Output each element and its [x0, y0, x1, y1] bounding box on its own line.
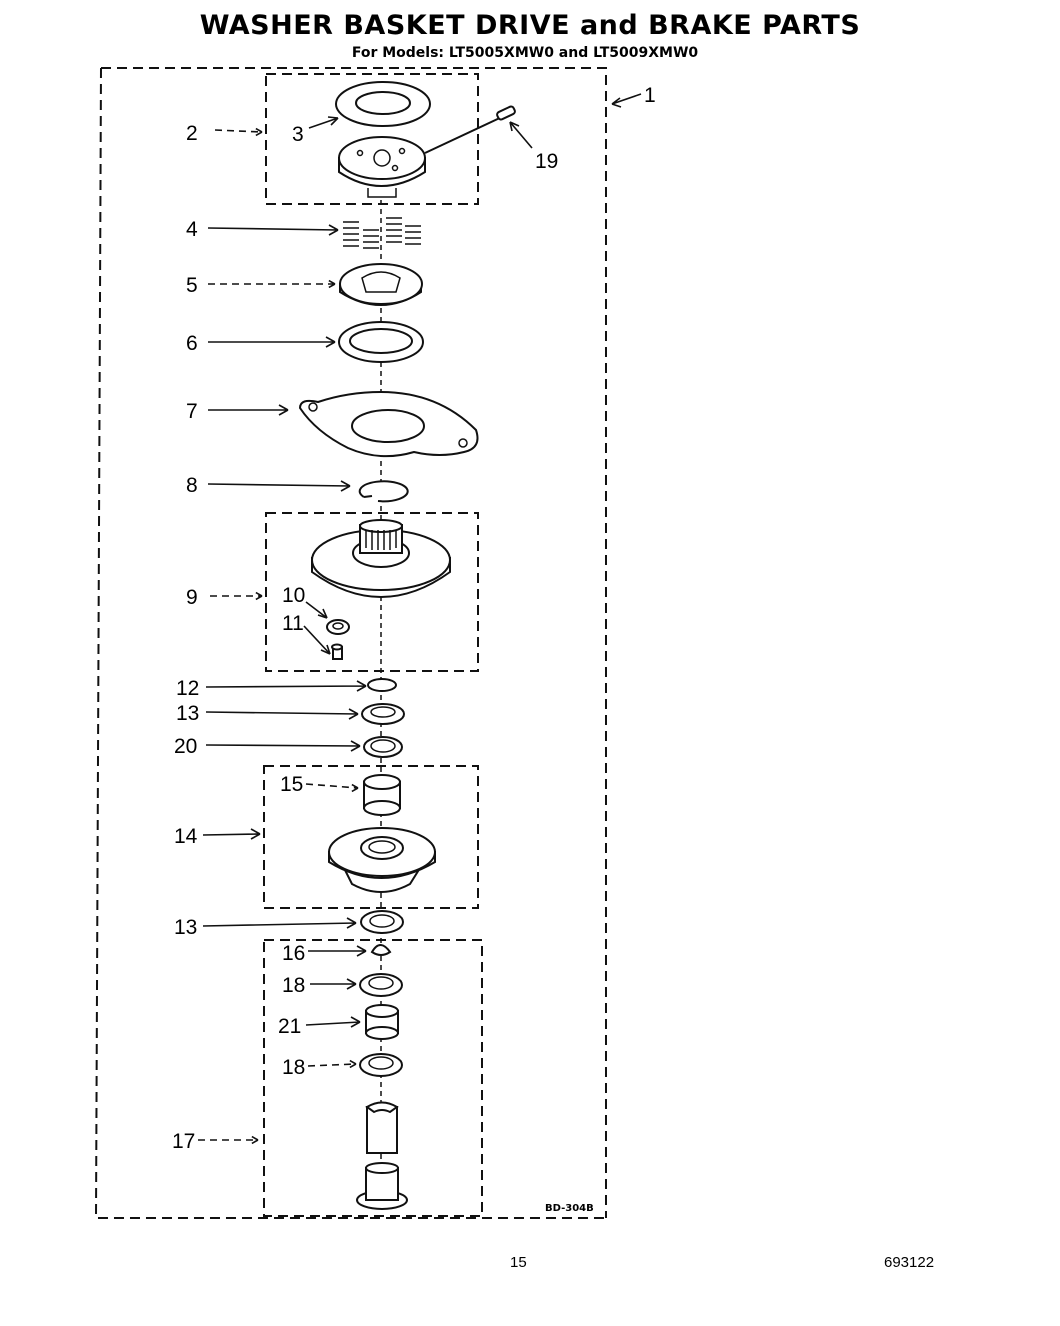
- callout-18-upper: 18: [282, 974, 305, 997]
- part-19-pin: [424, 105, 516, 154]
- part-16-cap: [370, 944, 392, 956]
- assembly-outline: [94, 67, 607, 1219]
- callout-20: 20: [174, 735, 197, 758]
- leader-14: [202, 828, 261, 840]
- leader-10: [305, 601, 328, 619]
- part-18-bearing-lower: [359, 1053, 403, 1077]
- part-3-ring: [335, 81, 431, 127]
- callout-12: 12: [176, 677, 199, 700]
- part-18-bearing-upper: [359, 973, 403, 997]
- part-17-shaft: [356, 1101, 408, 1210]
- group-box-2: [265, 73, 479, 205]
- drawing-code: BD-304B: [545, 1203, 594, 1214]
- leader-17: [198, 1134, 259, 1146]
- leader-21: [305, 1016, 361, 1028]
- callout-6: 6: [186, 332, 198, 355]
- part-13-bearing-lower: [360, 910, 404, 934]
- part-5-cam-plate: [339, 263, 423, 306]
- callout-15: 15: [280, 773, 303, 796]
- callout-3: 3: [292, 123, 304, 146]
- callout-17: 17: [172, 1130, 195, 1153]
- leader-18a: [310, 978, 357, 990]
- group-box-17: [263, 939, 483, 1217]
- part-21-sleeve: [365, 1004, 399, 1040]
- page-number: 15: [510, 1254, 527, 1271]
- leader-12: [205, 680, 367, 692]
- callout-8: 8: [186, 474, 198, 497]
- part-13-bearing-upper: [361, 703, 405, 725]
- part-12-ring: [367, 678, 397, 692]
- part-15-bushing: [363, 774, 401, 816]
- callout-2: 2: [186, 122, 198, 145]
- leader-13a: [205, 708, 359, 720]
- leader-2: [214, 126, 263, 138]
- models-subtitle: For Models: LT5005XMW0 and LT5009XMW0: [352, 45, 699, 61]
- part-9-drum-hub: [311, 519, 451, 598]
- part-20-seal: [363, 736, 403, 758]
- callout-18-lower: 18: [282, 1056, 305, 1079]
- leader-16: [308, 945, 367, 957]
- callout-10: 10: [282, 584, 305, 607]
- callout-21: 21: [278, 1015, 301, 1038]
- group-box-9: [265, 512, 479, 672]
- callout-11: 11: [282, 612, 304, 635]
- page-title: WASHER BASKET DRIVE and BRAKE PARTS: [200, 10, 861, 41]
- callout-9: 9: [186, 586, 198, 609]
- part-4-springs: [343, 217, 421, 249]
- leader-20: [205, 740, 361, 752]
- document-number: 693122: [884, 1254, 934, 1271]
- leader-7: [208, 404, 289, 416]
- part-11-bolt: [331, 643, 343, 660]
- leader-1: [611, 93, 642, 108]
- leader-8: [207, 480, 351, 492]
- callout-1: 1: [644, 84, 656, 107]
- part-6-ring: [338, 321, 424, 363]
- callout-4: 4: [186, 218, 198, 241]
- callout-7: 7: [186, 400, 198, 423]
- leader-18b: [307, 1058, 357, 1070]
- callout-14: 14: [174, 825, 198, 848]
- callout-16: 16: [282, 942, 305, 965]
- leader-6: [208, 336, 336, 348]
- leader-5: [208, 278, 336, 290]
- group-box-14: [263, 765, 479, 909]
- leader-15: [305, 782, 359, 794]
- leader-19: [509, 121, 533, 149]
- part-8-snap-ring: [358, 480, 409, 503]
- callout-5: 5: [186, 274, 198, 297]
- callout-13-upper: 13: [176, 702, 199, 725]
- leader-3: [308, 116, 339, 129]
- part-10-nut: [326, 619, 350, 635]
- part-14-housing: [328, 827, 436, 893]
- part-2-drive-hub: [338, 136, 426, 198]
- leader-11: [303, 625, 331, 655]
- part-7-flange-plate: [298, 390, 479, 458]
- leader-13b: [202, 917, 357, 929]
- leader-4: [207, 224, 339, 236]
- callout-19: 19: [535, 150, 558, 173]
- leader-9: [210, 590, 263, 602]
- callout-13-lower: 13: [174, 916, 197, 939]
